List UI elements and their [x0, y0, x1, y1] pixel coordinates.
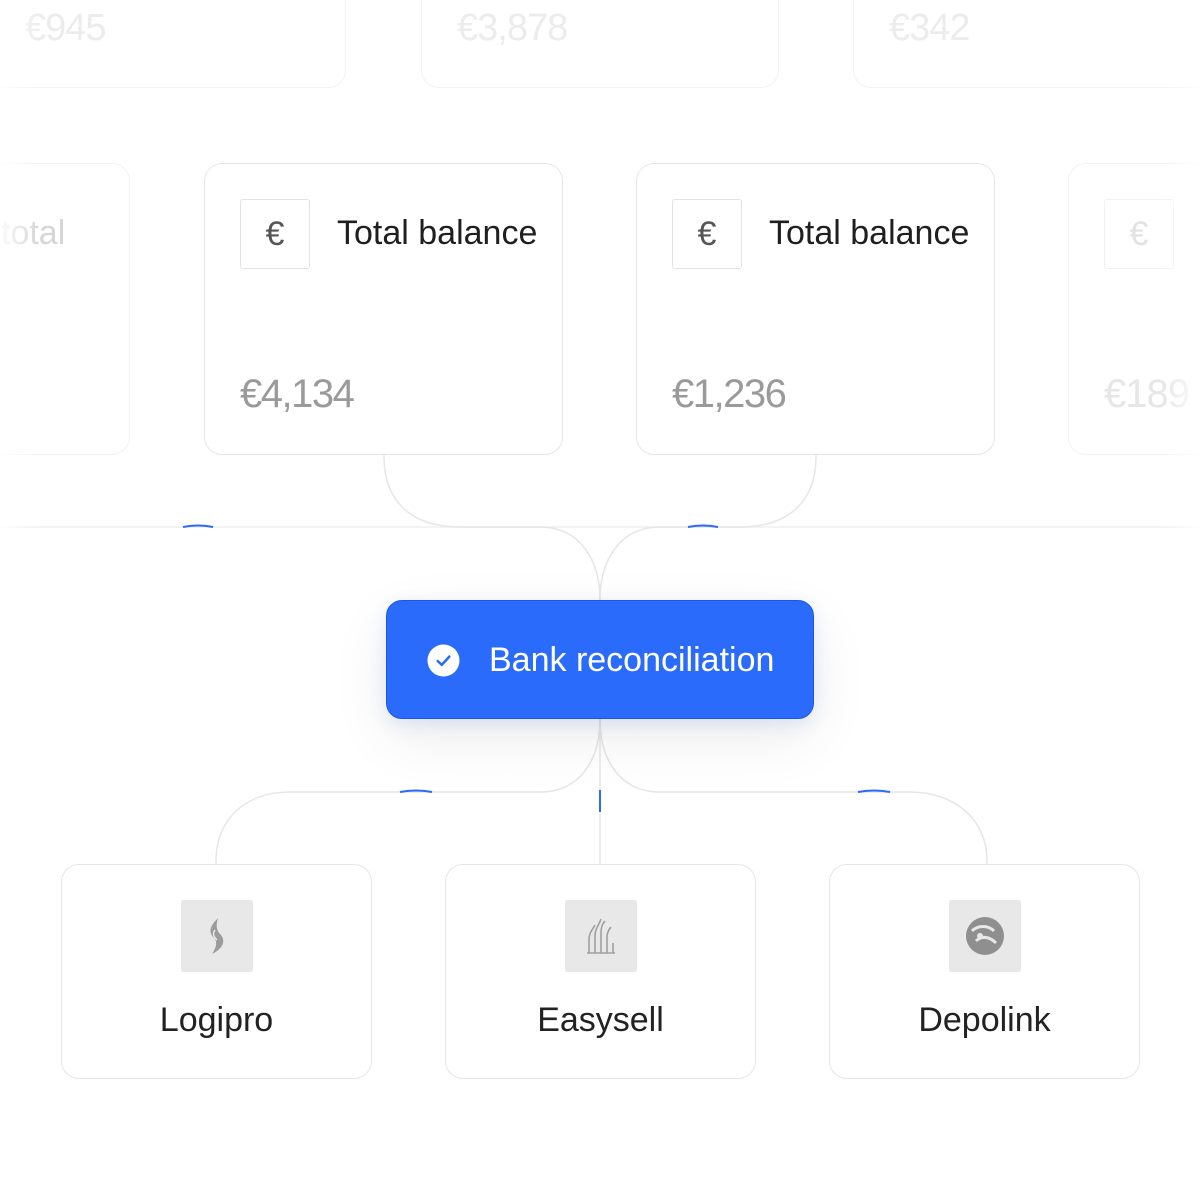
balance-card[interactable]: € Total balance €1,236 — [636, 163, 995, 455]
ghost-card-left: total — [0, 163, 130, 455]
balance-amount: €4,134 — [240, 372, 355, 416]
bank-reconciliation-button[interactable]: Bank reconciliation — [386, 600, 814, 719]
depolink-logo-icon — [949, 900, 1021, 972]
bank-reconciliation-label: Bank reconciliation — [489, 641, 775, 679]
ghost-card-title: total — [1, 214, 66, 252]
balance-card[interactable]: € Total balance €4,134 — [204, 163, 563, 455]
ghost-amount: €342 — [889, 7, 971, 49]
ghost-amount: €189 — [1104, 372, 1190, 416]
ghost-amount: €945 — [25, 7, 107, 49]
card-title: Total balance — [769, 214, 970, 252]
euro-icon: € — [240, 199, 310, 269]
logipro-logo-icon — [181, 900, 253, 972]
ghost-card-top-2: €3,878 — [421, 0, 779, 88]
ghost-amount: €3,878 — [457, 7, 568, 49]
integration-card-logipro[interactable]: Logipro — [61, 864, 372, 1079]
ghost-card-right: € €189 — [1068, 163, 1200, 455]
integration-card-easysell[interactable]: Easysell — [445, 864, 756, 1079]
easysell-logo-icon — [565, 900, 637, 972]
card-title: Total balance — [337, 214, 538, 252]
integration-name: Depolink — [918, 1001, 1051, 1039]
ghost-card-top-1: €945 — [0, 0, 346, 88]
euro-icon: € — [1104, 199, 1174, 269]
euro-icon: € — [672, 199, 742, 269]
integration-card-depolink[interactable]: Depolink — [829, 864, 1140, 1079]
integration-name: Easysell — [537, 1001, 664, 1039]
ghost-card-top-3: €342 — [853, 0, 1200, 88]
balance-amount: €1,236 — [672, 372, 787, 416]
integration-name: Logipro — [159, 1001, 274, 1039]
check-circle-icon — [427, 644, 460, 677]
